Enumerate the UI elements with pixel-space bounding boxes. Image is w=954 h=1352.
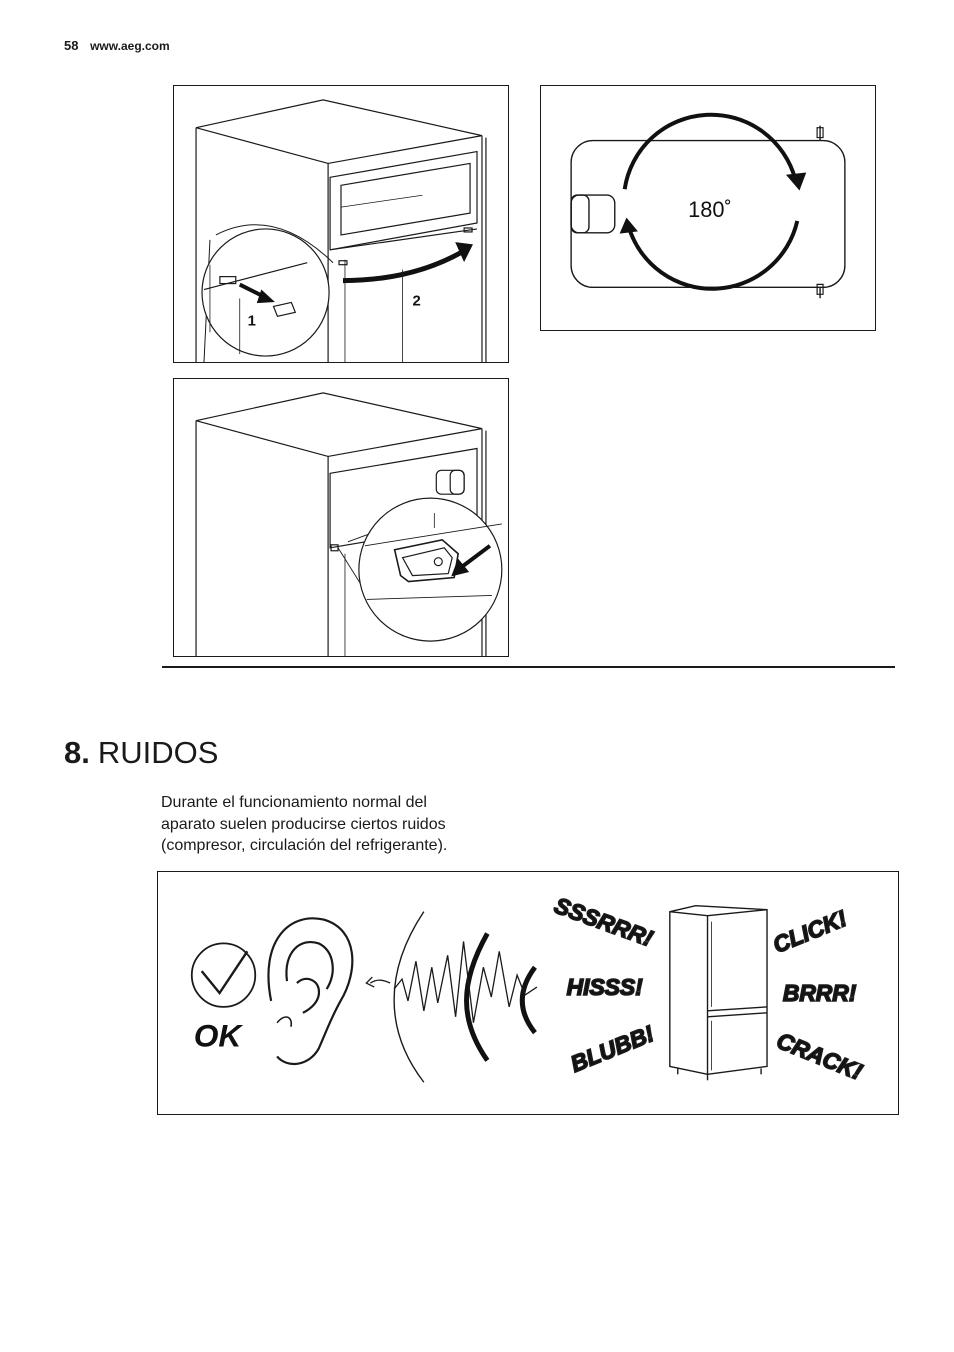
ear-icon [267,917,354,1065]
step-1-label: 1 [248,313,256,329]
door-removal-illustration: 1 2 [173,85,509,363]
site-url: www.aeg.com [90,39,170,53]
sound-brrr: BRRR! [783,980,857,1006]
sound-hisss: HISSS! [567,974,643,1000]
paragraph-line: Durante el funcionamiento normal del [161,794,427,811]
page-header: 58 www.aeg.com [64,38,170,53]
checkmark-icon [190,942,257,1008]
sound-sssrrr: SSSRRR! [551,892,657,952]
section-heading: 8.RUIDOS [64,735,218,771]
sound-click: CLICK! [769,905,851,958]
rotation-illustration: 180˚ [540,85,876,331]
sound-crack: CRACK! [773,1027,866,1085]
paragraph-line: aparato suelen producirse ciertos ruidos [161,815,446,833]
sound-blubb: BLUBB! [567,1020,658,1077]
hinge-cover-illustration [173,378,509,657]
rotation-angle-label: 180˚ [688,197,732,222]
fridge-icon [669,905,768,1081]
section-divider [162,666,895,668]
noises-illustration: OK [157,871,899,1115]
step-2-label: 2 [412,293,420,309]
paragraph-line: (compresor, circulación del refrigerante… [161,837,448,854]
ok-label: OK [194,1018,244,1054]
section-number: 8. [64,735,90,770]
sound-wave-icon [365,911,538,1083]
section-paragraph: Durante el funcionamiento normal del apa… [161,792,521,857]
section-title: RUIDOS [97,735,219,770]
page-number: 58 [64,38,79,53]
